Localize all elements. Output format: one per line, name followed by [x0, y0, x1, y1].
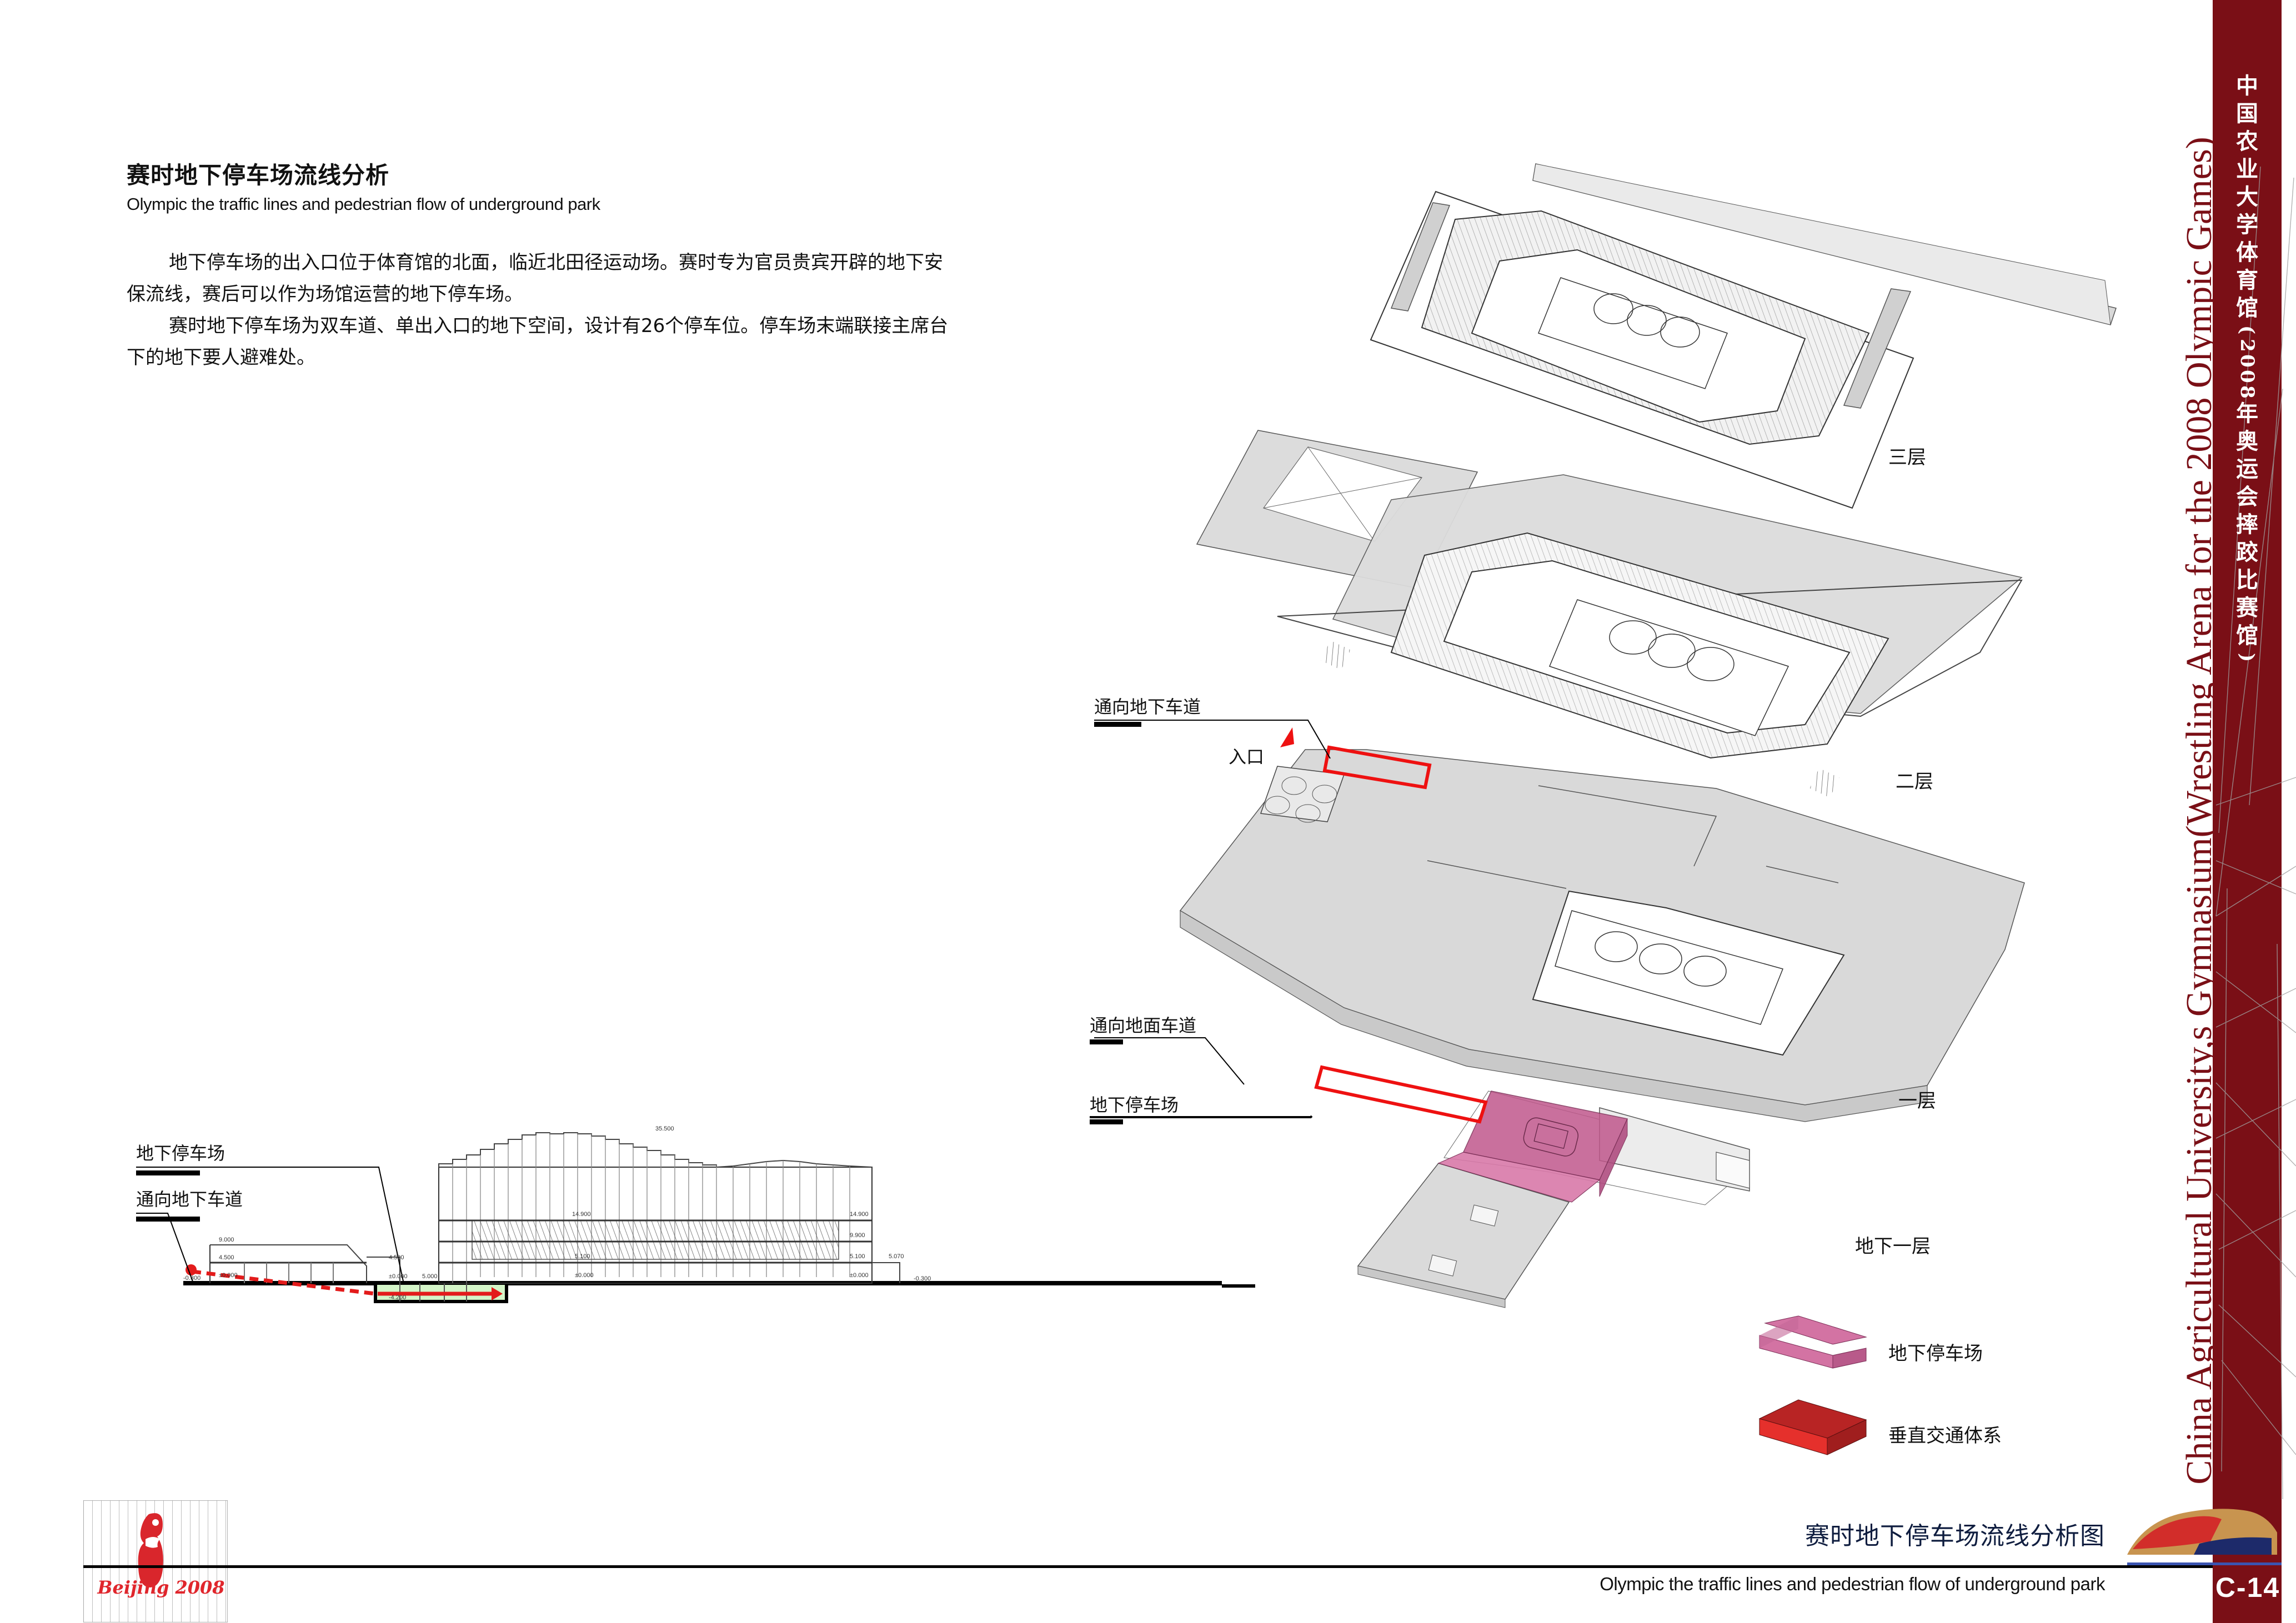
legend-label-vertical-circulation: 垂直交通体系	[1888, 1425, 2002, 1447]
floor-label-first: 一层	[1898, 1090, 1936, 1112]
elevation-marks: 35.500 14.900 14.900 9.900 9.000 5.100 5…	[183, 1125, 931, 1301]
svg-text:9.000: 9.000	[219, 1237, 234, 1243]
banner-char: 跤	[2236, 539, 2258, 565]
section-label-ramp: 通向地下车道	[136, 1189, 243, 1210]
footer-divider	[83, 1565, 2213, 1568]
banner-char: 0	[2235, 370, 2258, 383]
banner-char: 年	[2236, 400, 2258, 426]
banner-char: 馆	[2236, 622, 2258, 649]
svg-text:±0.000: ±0.000	[389, 1273, 408, 1280]
callout-ramp-ground-underline	[1090, 1039, 1123, 1044]
svg-text:5.000: 5.000	[422, 1273, 438, 1280]
floor-second-axon	[1196, 430, 2023, 798]
svg-text:5.100: 5.100	[850, 1253, 865, 1260]
callout-ramp-down-underline	[1094, 722, 1141, 727]
floor-first-axon	[1179, 749, 2025, 1122]
banner-char: 摔	[2236, 511, 2258, 537]
section-label-ramp-underline	[136, 1217, 200, 1222]
svg-text:4.500: 4.500	[219, 1254, 234, 1261]
banner-char: 业	[2236, 156, 2258, 182]
footer-title: 赛时地下停车场流线分析图	[1805, 1522, 2105, 1550]
legend-label-parking: 地下停车场	[1888, 1343, 1983, 1365]
callout-entrance: 入口	[1229, 746, 1265, 767]
banner-char: 比	[2236, 567, 2258, 593]
svg-text:9.900: 9.900	[850, 1232, 865, 1239]
svg-text:35.500: 35.500	[655, 1125, 674, 1132]
svg-text:14.900: 14.900	[850, 1211, 869, 1218]
svg-text:-4.200: -4.200	[389, 1294, 406, 1301]
banner-char: 8	[2235, 385, 2258, 399]
floor-label-second: 二层	[1896, 771, 1933, 793]
svg-text:14.900: 14.900	[572, 1211, 591, 1218]
banner-char: 体	[2236, 239, 2258, 265]
svg-text:±0.000: ±0.000	[850, 1272, 869, 1279]
flow-path-dashed	[192, 1269, 376, 1296]
legend-swatch-vertical-circulation	[1758, 1399, 1867, 1455]
banner-char: 中	[2236, 73, 2258, 99]
logo-text: Beijing 2008	[97, 1577, 225, 1598]
banner-char: (	[2236, 325, 2258, 335]
svg-text:5.100: 5.100	[575, 1253, 590, 1260]
floor-basement-axon	[1357, 1091, 1750, 1308]
banner-char: 会	[2236, 484, 2258, 510]
svg-text:5.070: 5.070	[889, 1253, 904, 1260]
building-section	[136, 1132, 1255, 1303]
svg-text:±0.000: ±0.000	[219, 1272, 238, 1279]
paragraph-2: 赛时地下停车场为双车道、单出入口的地下空间，设计有26个停车位。停车场末端联接主…	[127, 315, 949, 369]
footer-subtitle: Olympic the traffic lines and pedestrian…	[1600, 1574, 2105, 1594]
section-label-parking: 地下停车场	[136, 1143, 225, 1164]
banner-char: 奥	[2236, 428, 2258, 454]
callout-ramp-ground: 通向地面车道	[1090, 1015, 1197, 1036]
banner-char: 国	[2236, 101, 2258, 127]
dancing-beijing-emblem-icon	[138, 1513, 163, 1587]
entry-point-marker	[186, 1264, 197, 1275]
callout-parking-underline	[1090, 1119, 1123, 1124]
svg-text:-0.300: -0.300	[183, 1275, 200, 1282]
banner-char: 2	[2235, 339, 2258, 352]
floor-third-axon	[1370, 163, 2117, 509]
callout-ramp-down: 通向地下车道	[1094, 696, 1201, 717]
banner-char: 赛	[2236, 595, 2258, 621]
page-subtitle: Olympic the traffic lines and pedestrian…	[127, 194, 600, 214]
banner-char: 大	[2236, 184, 2258, 210]
floor-label-basement: 地下一层	[1855, 1235, 1931, 1258]
section-label-parking-underline	[136, 1170, 200, 1175]
wrestler-photo	[2127, 1509, 2282, 1565]
svg-text:-0.300: -0.300	[914, 1275, 931, 1282]
page-title: 赛时地下停车场流线分析	[127, 162, 390, 189]
banner-char: 育	[2236, 267, 2258, 293]
paragraph-1: 地下停车场的出入口位于体育馆的北面，临近北田径运动场。赛时专为官员贵宾开辟的地下…	[127, 252, 943, 305]
svg-text:4.500: 4.500	[389, 1254, 404, 1261]
callout-parking: 地下停车场	[1090, 1094, 1179, 1116]
svg-text:±0.000: ±0.000	[575, 1272, 594, 1279]
description: 地下停车场的出入口位于体育馆的北面，临近北田径运动场。赛时专为官员贵宾开辟的地下…	[127, 247, 960, 374]
beijing-2008-logo	[83, 1500, 228, 1622]
ramp-ground-highlight	[1314, 1065, 1488, 1124]
banner-char: )	[2236, 652, 2258, 662]
banner-char: 0	[2235, 354, 2258, 368]
legend-swatch-parking	[1759, 1315, 1867, 1369]
ramp-down-highlight	[1322, 745, 1432, 790]
floor-label-third: 三层	[1888, 446, 1926, 469]
banner-char: 馆	[2236, 295, 2258, 321]
page-number: C-14	[2215, 1572, 2280, 1603]
banner-char: 农	[2236, 128, 2258, 154]
banner-char: 运	[2236, 456, 2258, 482]
banner-char: 学	[2236, 212, 2258, 238]
entrance-marker-icon	[1280, 727, 1294, 747]
